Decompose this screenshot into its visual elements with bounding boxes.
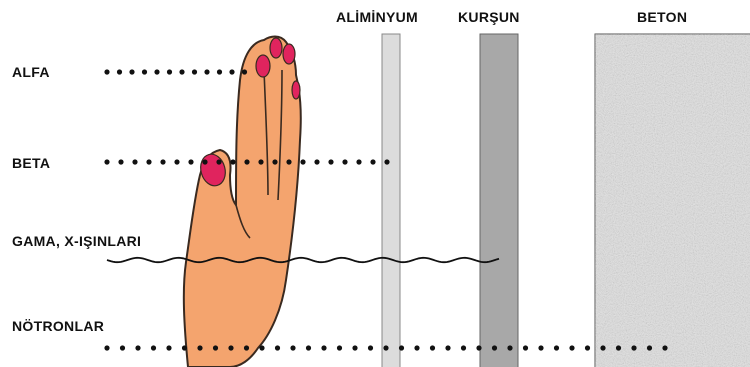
- neutron-dot: [306, 345, 311, 350]
- beta-dot: [174, 159, 179, 164]
- neutron-dot: [554, 345, 559, 350]
- neutron-dot: [166, 345, 171, 350]
- neutron-dot: [523, 345, 528, 350]
- neutron-dot: [430, 345, 435, 350]
- neutron-dot: [352, 345, 357, 350]
- beta-dot: [384, 159, 389, 164]
- alpha-dot: [204, 69, 209, 74]
- alpha-dot: [217, 69, 222, 74]
- alpha-dot: [179, 69, 184, 74]
- gamma-ray-wave: [107, 258, 499, 262]
- beta-dot: [286, 159, 291, 164]
- neutron-label: NÖTRONLAR: [12, 318, 104, 334]
- beta-dot: [230, 159, 235, 164]
- alpha-ray-dots: [104, 69, 247, 74]
- neutron-dot: [337, 345, 342, 350]
- neutron-dot: [290, 345, 295, 350]
- neutron-dot: [507, 345, 512, 350]
- alpha-label: ALFA: [12, 64, 50, 80]
- hand: [184, 37, 301, 367]
- beta-dot: [342, 159, 347, 164]
- beta-dot: [202, 159, 207, 164]
- alpha-dot: [192, 69, 197, 74]
- concrete-block: [595, 34, 750, 367]
- beta-dot: [104, 159, 109, 164]
- neutron-dot: [368, 345, 373, 350]
- neutron-dot: [538, 345, 543, 350]
- neutron-dot: [492, 345, 497, 350]
- alpha-dot: [229, 69, 234, 74]
- beta-dot: [244, 159, 249, 164]
- neutron-dot: [569, 345, 574, 350]
- beta-dot: [300, 159, 305, 164]
- alpha-dot: [154, 69, 159, 74]
- neutron-dot: [662, 345, 667, 350]
- beta-dot: [258, 159, 263, 164]
- alpha-dot: [117, 69, 122, 74]
- neutron-dot: [104, 345, 109, 350]
- beta-dot: [370, 159, 375, 164]
- beta-dot: [146, 159, 151, 164]
- beta-dot: [160, 159, 165, 164]
- neutron-dot: [585, 345, 590, 350]
- beta-dot: [328, 159, 333, 164]
- neutron-dot: [259, 345, 264, 350]
- lead-label: KURŞUN: [458, 9, 520, 25]
- beta-dot: [314, 159, 319, 164]
- beta-dot: [132, 159, 137, 164]
- neutron-dot: [383, 345, 388, 350]
- neutron-dot: [461, 345, 466, 350]
- neutron-dot: [135, 345, 140, 350]
- hand-illustration: [184, 37, 301, 367]
- neutron-dot: [120, 345, 125, 350]
- gamma-label: GAMA, X-IŞINLARI: [12, 233, 141, 249]
- beta-dot: [272, 159, 277, 164]
- neutron-dot: [151, 345, 156, 350]
- neutron-dot: [182, 345, 187, 350]
- neutron-dot: [600, 345, 605, 350]
- neutron-dot: [197, 345, 202, 350]
- neutron-dot: [476, 345, 481, 350]
- beta-dot: [188, 159, 193, 164]
- concrete-label: BETON: [637, 9, 687, 25]
- neutron-dot: [213, 345, 218, 350]
- neutron-dot: [399, 345, 404, 350]
- neutron-dot: [321, 345, 326, 350]
- beta-dot: [216, 159, 221, 164]
- beta-dot: [118, 159, 123, 164]
- beta-ray-dots: [104, 159, 389, 164]
- beta-dot: [356, 159, 361, 164]
- beta-label: BETA: [12, 155, 50, 171]
- aluminum-plate: [382, 34, 400, 367]
- neutron-dot: [414, 345, 419, 350]
- neutron-dot: [244, 345, 249, 350]
- neutron-dot: [631, 345, 636, 350]
- aluminum-label: ALİMİNYUM: [336, 9, 418, 25]
- neutron-dot: [228, 345, 233, 350]
- neutron-dot: [275, 345, 280, 350]
- alpha-dot: [242, 69, 247, 74]
- alpha-dot: [142, 69, 147, 74]
- alpha-dot: [167, 69, 172, 74]
- neutron-dot: [647, 345, 652, 350]
- alpha-dot: [129, 69, 134, 74]
- neutron-dot: [445, 345, 450, 350]
- lead-plate: [480, 34, 518, 367]
- neutron-dot: [616, 345, 621, 350]
- alpha-dot: [104, 69, 109, 74]
